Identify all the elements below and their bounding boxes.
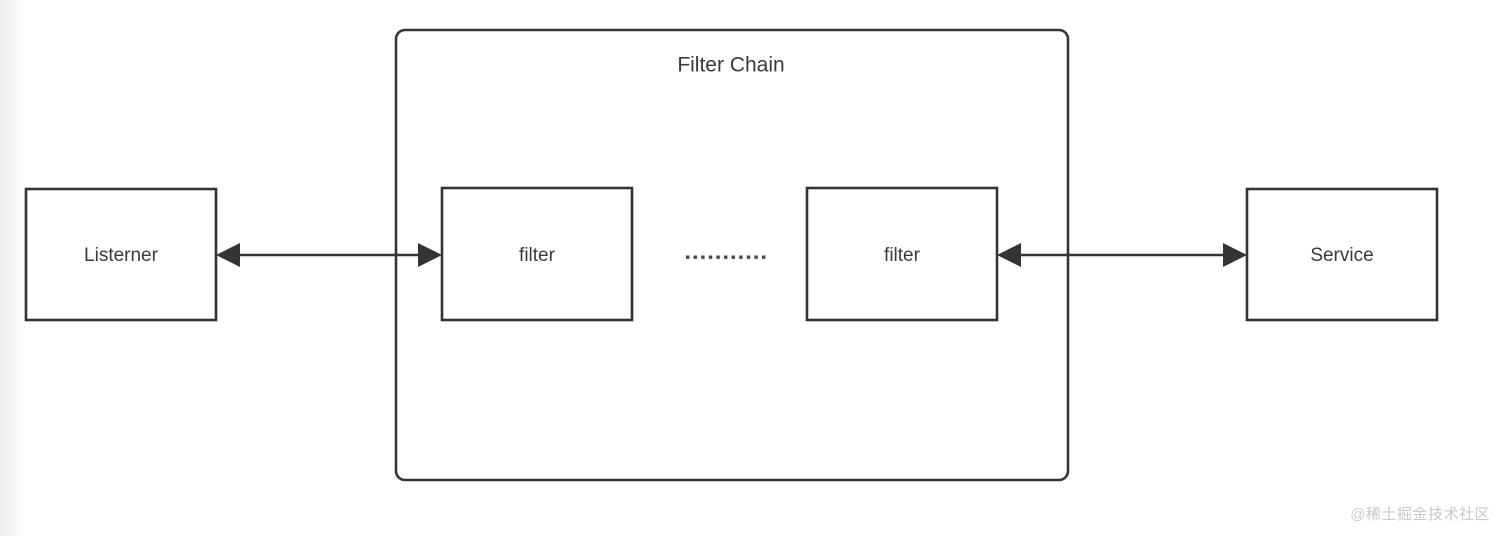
ellipsis-dot — [693, 255, 697, 259]
ellipsis-dot — [754, 255, 758, 259]
arrow-head-right-icon — [418, 243, 442, 267]
ellipsis-dot — [762, 255, 766, 259]
node-filter-first[interactable]: filter — [440, 186, 634, 322]
node-filter-first-label: filter — [519, 245, 556, 266]
node-listener[interactable]: Listerner — [24, 187, 218, 322]
node-filter-last-label: filter — [884, 245, 921, 266]
node-filter-last-box — [805, 186, 999, 322]
ellipsis-dot — [731, 255, 735, 259]
watermark-label: @稀土掘金技术社区 — [1350, 506, 1490, 523]
ellipsis-dot — [746, 255, 751, 259]
node-service-box — [1245, 187, 1439, 322]
node-service-label: Service — [1310, 245, 1373, 266]
node-filter-first-box — [440, 186, 634, 322]
ellipsis-dot — [739, 255, 743, 259]
arrow-head-left-icon — [997, 243, 1021, 267]
ellipsis-dot — [708, 255, 713, 259]
ellipsis-dot — [724, 255, 728, 259]
connector-filter-service[interactable] — [997, 243, 1247, 267]
filter-chain-title: Filter Chain — [677, 54, 784, 77]
ellipsis-dot — [686, 255, 690, 259]
node-listener-box — [24, 187, 218, 322]
arrow-head-right-icon — [1223, 243, 1247, 267]
ellipsis-dot — [701, 255, 705, 259]
ellipsis-dot — [716, 255, 720, 259]
connector-listener-filter[interactable] — [216, 243, 442, 267]
node-listener-label: Listerner — [84, 245, 159, 266]
arrow-head-left-icon — [216, 243, 240, 267]
node-filter-last[interactable]: filter — [805, 186, 999, 322]
filter-ellipsis — [686, 255, 766, 259]
node-service[interactable]: Service — [1245, 187, 1439, 322]
